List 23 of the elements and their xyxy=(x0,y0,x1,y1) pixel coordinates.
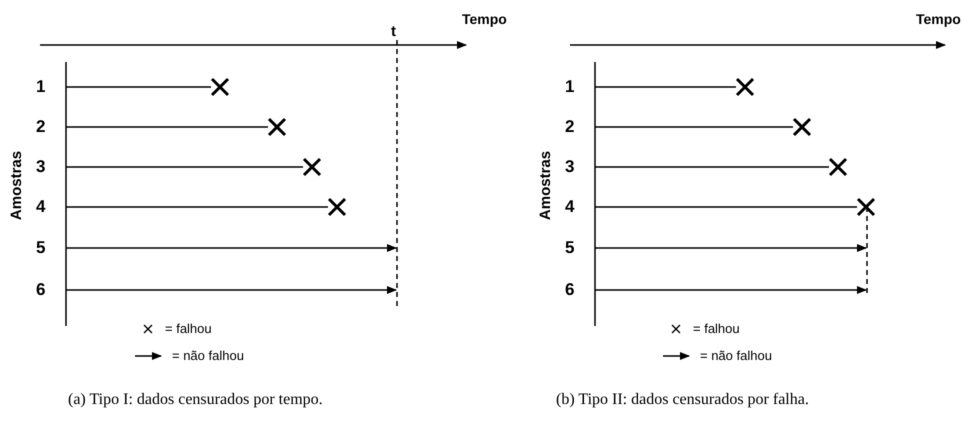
row-number: 2 xyxy=(36,118,46,135)
legend-text: = falhou xyxy=(165,322,212,335)
time-label: t xyxy=(391,24,396,39)
axis-label: Tempo xyxy=(462,12,507,26)
row-number: 4 xyxy=(565,198,574,215)
row-number: 6 xyxy=(565,281,574,298)
row-number: 2 xyxy=(565,118,574,135)
row-number: 1 xyxy=(565,78,574,95)
legend-text: = não falhou xyxy=(700,349,772,362)
row-number: 4 xyxy=(36,198,46,215)
legend-text: = não falhou xyxy=(172,349,244,362)
axis-label: Amostras xyxy=(9,150,24,220)
row-number: 3 xyxy=(565,158,574,175)
figure-caption: (a) Tipo I: dados censurados por tempo. xyxy=(68,392,323,408)
axis-label: Tempo xyxy=(916,12,961,26)
row-number: 5 xyxy=(36,239,46,256)
row-number: 6 xyxy=(36,281,46,298)
axis-label: Amostras xyxy=(538,150,554,220)
row-number: 1 xyxy=(36,78,46,95)
row-number: 5 xyxy=(565,239,574,256)
figure-caption: (b) Tipo II: dados censurados por falha. xyxy=(556,392,809,408)
row-number: 3 xyxy=(36,158,46,175)
legend-text: = falhou xyxy=(693,322,740,335)
